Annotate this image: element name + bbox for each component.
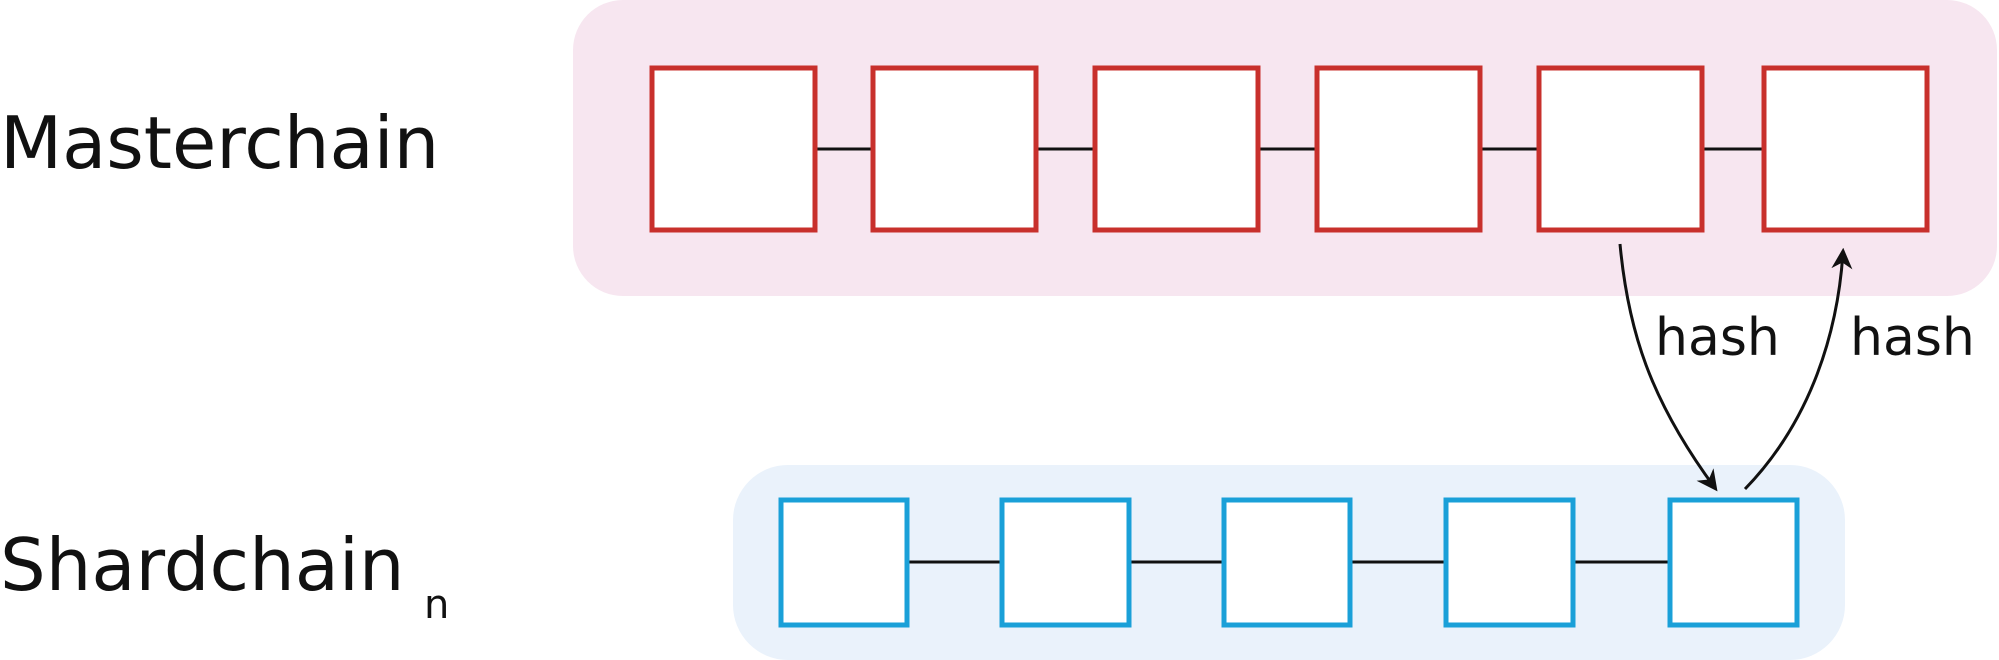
shardchain-label: Shardchain	[0, 523, 404, 607]
masterchain-block-4	[1314, 65, 1483, 233]
hash-arrow-down	[1618, 243, 1718, 492]
shardchain-block-2	[999, 497, 1132, 628]
masterchain-blocks	[649, 65, 1930, 233]
shardchain-block-4	[1443, 497, 1576, 628]
masterchain-block-2	[870, 65, 1039, 233]
shardchain-block-1	[778, 497, 910, 628]
hash-arrow-up	[1743, 247, 1853, 491]
shardchain-block-3	[1221, 497, 1353, 628]
masterchain-block-6	[1761, 65, 1930, 233]
shardchain-block-5	[1667, 497, 1800, 628]
shardchain-subscript: n	[424, 582, 449, 628]
hash-label-down: hash	[1655, 308, 1780, 368]
shardchain-blocks	[778, 497, 1800, 628]
masterchain-block-5	[1536, 65, 1705, 233]
masterchain-label: Masterchain	[0, 101, 439, 185]
hash-label-up: hash	[1850, 308, 1975, 368]
masterchain-block-3	[1092, 65, 1261, 233]
masterchain-block-1	[649, 65, 818, 233]
